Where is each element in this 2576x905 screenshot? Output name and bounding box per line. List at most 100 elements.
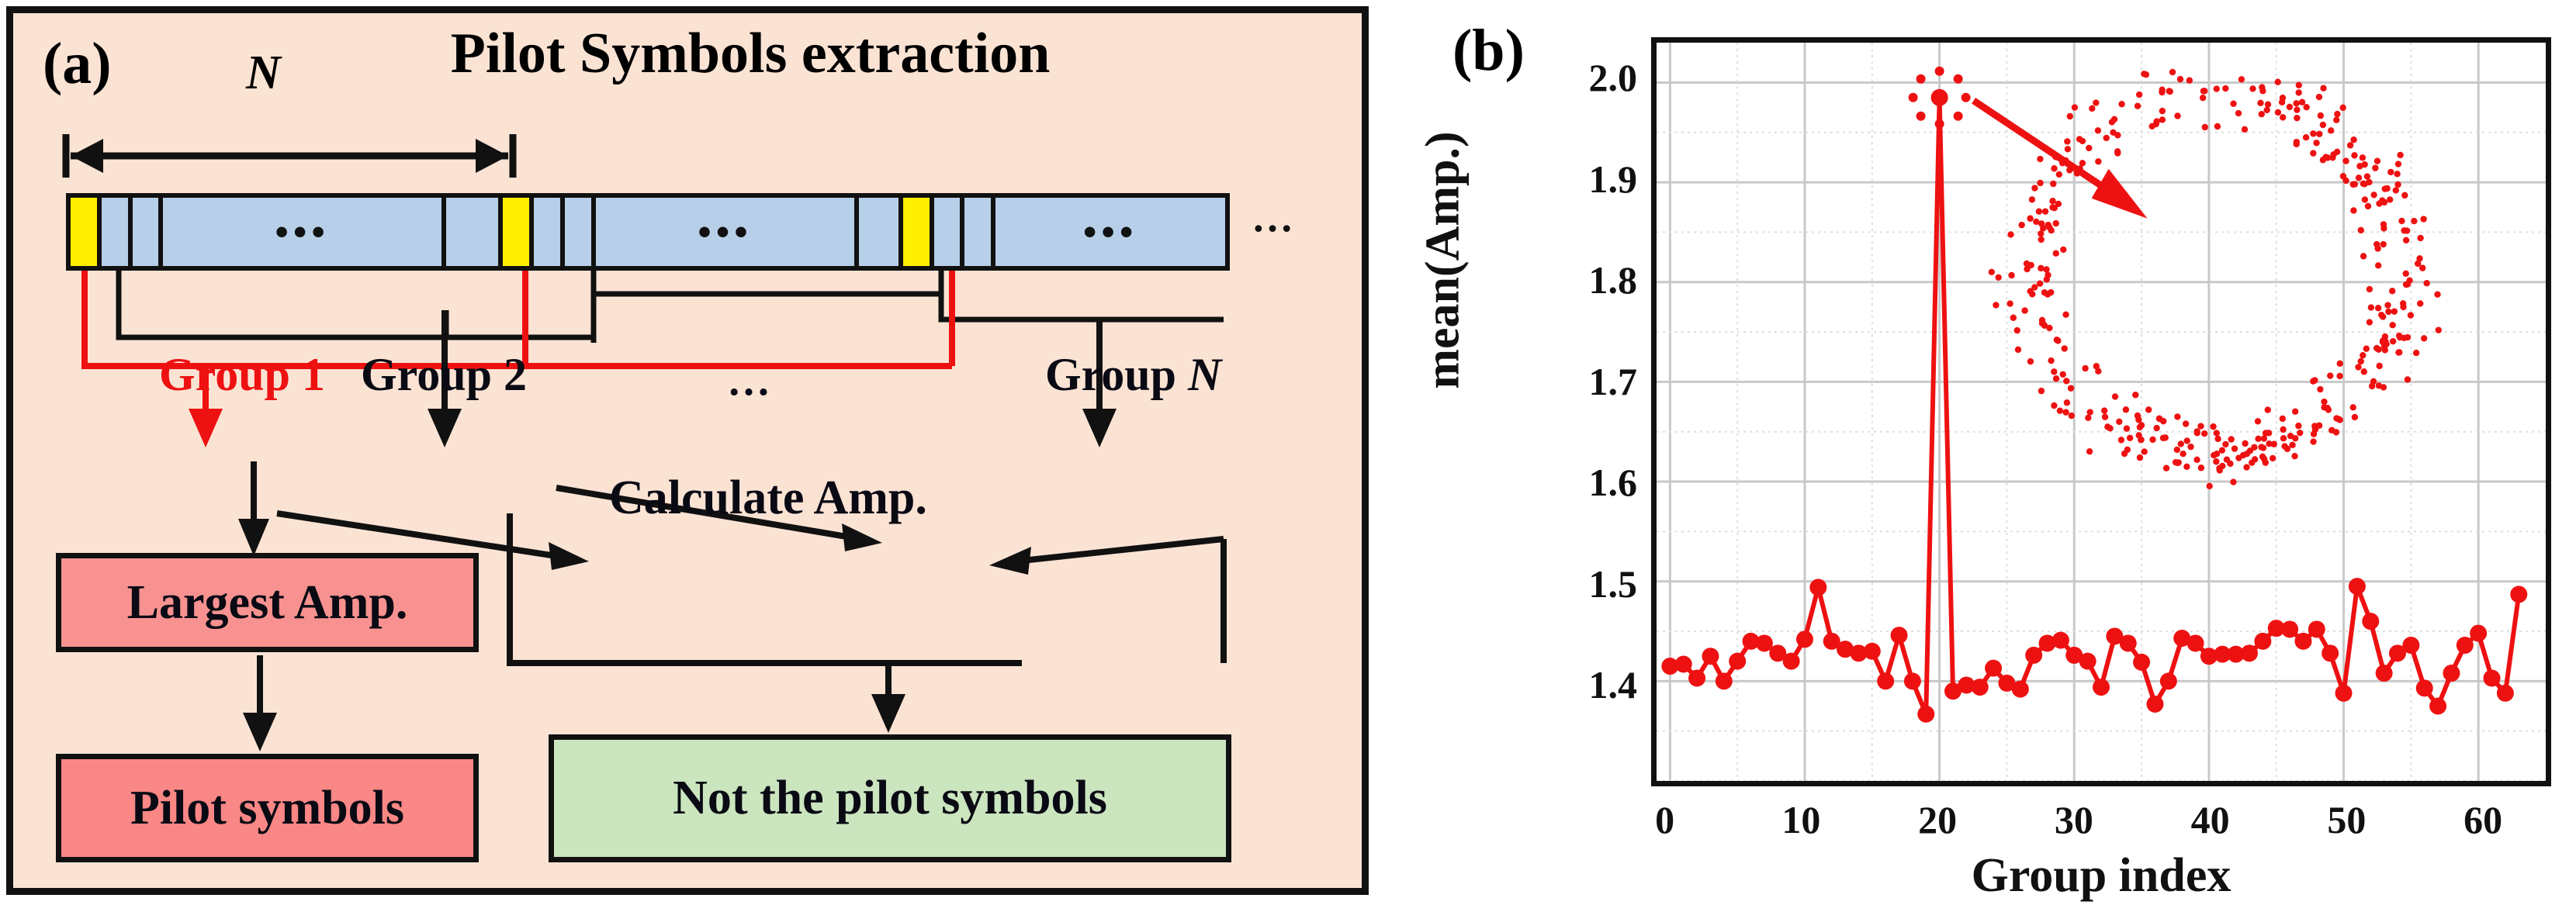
x-tick-label: 30 <box>2054 798 2093 841</box>
data-point <box>2267 620 2285 637</box>
largest-amp-box: Largest Amp. <box>56 553 479 652</box>
data-point <box>1715 672 1733 690</box>
data-point <box>2294 632 2312 650</box>
n-length-label: N <box>246 47 281 99</box>
data-point <box>2322 644 2339 662</box>
data-point <box>2133 653 2151 671</box>
data-point <box>2038 634 2056 652</box>
data-point <box>1971 679 1989 696</box>
data-point <box>1944 682 1961 700</box>
data-point <box>2362 613 2380 630</box>
data-point <box>2281 620 2299 638</box>
y-tick-label: 1.4 <box>1588 663 1638 707</box>
data-symbol-cell <box>534 198 566 266</box>
cell-ellipsis: ••• <box>275 210 330 254</box>
data-point <box>1742 632 1760 650</box>
data-point <box>1702 648 1719 665</box>
data-point <box>2254 632 2272 650</box>
data-symbol-cell <box>858 198 903 266</box>
data-symbol-cell: ••• <box>163 198 446 266</box>
x-tick-label: 60 <box>2463 798 2503 841</box>
data-point <box>2200 648 2218 665</box>
data-symbol-cell <box>565 198 596 266</box>
symbol-bar: ••• ••• ••• <box>66 193 1230 271</box>
pilot-symbol-cell <box>503 198 535 266</box>
data-symbol-cell: ••• <box>595 198 859 266</box>
data-point <box>1958 676 1975 694</box>
y-tick-labels: 1.4 1.5 1.6 1.7 1.8 1.9 2.0 <box>1513 37 1638 786</box>
group-ellipsis-label: … <box>727 357 770 405</box>
data-point <box>2510 585 2528 603</box>
data-point <box>2496 684 2514 702</box>
data-symbol-cell: ••• <box>995 198 1225 266</box>
x-axis-label: Group index <box>1971 849 2231 902</box>
y-tick-label: 1.6 <box>1588 461 1638 505</box>
data-point <box>2227 645 2245 663</box>
data-point <box>2348 578 2366 596</box>
data-point <box>2146 695 2164 713</box>
data-point <box>1755 634 1773 652</box>
panel-b-label: (b) <box>1452 18 1525 83</box>
y-tick-label: 1.8 <box>1588 258 1638 302</box>
data-point <box>2443 665 2460 682</box>
data-point <box>1930 88 1948 106</box>
data-point <box>1890 627 1908 644</box>
x-tick-label: 0 <box>1655 798 1675 841</box>
y-tick-label: 1.9 <box>1588 157 1638 201</box>
data-point <box>2308 620 2325 638</box>
data-point <box>2051 631 2069 649</box>
data-point <box>1674 655 1692 673</box>
data-point <box>2389 644 2406 662</box>
data-point <box>2456 637 2474 655</box>
data-point <box>1903 672 1921 690</box>
data-point <box>1998 674 2016 692</box>
pilot-symbols-box: Pilot symbols <box>56 754 479 862</box>
data-point <box>2402 637 2420 655</box>
y-tick-label: 1.5 <box>1588 561 1638 606</box>
group-n-italic: N <box>1187 349 1222 400</box>
data-point <box>2241 644 2258 662</box>
group-n-prefix: Group <box>1045 349 1188 400</box>
panel-a-title: Pilot Symbols extraction <box>450 22 1051 85</box>
data-point <box>1688 669 1706 687</box>
data-point <box>2106 627 2124 645</box>
group-n-label: Group N <box>1045 348 1221 402</box>
data-point <box>1917 705 1935 723</box>
data-point <box>2186 634 2204 652</box>
y-axis-label: mean(Amp.) <box>1416 131 1470 389</box>
plot-area <box>1651 37 2551 786</box>
data-point <box>1863 642 1881 660</box>
n-dimension-arrow <box>62 134 517 178</box>
data-point <box>1809 579 1827 596</box>
not-pilot-symbols-box: Not the pilot symbols <box>549 734 1231 862</box>
data-point <box>1823 632 1840 650</box>
data-point <box>2159 672 2177 690</box>
group-2-label: Group 2 <box>361 349 527 400</box>
data-point <box>2214 645 2231 663</box>
data-point <box>1985 659 2003 677</box>
data-point <box>2483 669 2501 687</box>
data-point <box>2375 665 2393 682</box>
panel-a-flowchart: (a) Pilot Symbols extraction N •••••••••… <box>6 6 1369 895</box>
data-symbol-cell <box>101 198 133 266</box>
data-point <box>2470 624 2488 642</box>
y-tick-label: 1.7 <box>1588 359 1638 403</box>
data-point <box>1850 644 1868 662</box>
x-tick-label: 20 <box>1918 798 1958 841</box>
bar-trailing-ellipsis: … <box>1252 194 1297 240</box>
data-symbol-cell <box>445 198 504 266</box>
data-point <box>2173 630 2191 648</box>
data-point <box>1796 630 1813 648</box>
x-tick-label: 40 <box>2190 798 2230 841</box>
x-tick-label: 10 <box>1781 798 1821 841</box>
data-symbol-cell <box>964 198 996 266</box>
data-point <box>1769 644 1787 662</box>
data-point <box>2335 684 2353 702</box>
data-point <box>2119 634 2137 652</box>
y-tick-label: 2.0 <box>1588 56 1638 100</box>
cell-ellipsis: ••• <box>698 210 753 254</box>
series-line <box>1669 97 2522 715</box>
data-point <box>1782 652 1800 670</box>
